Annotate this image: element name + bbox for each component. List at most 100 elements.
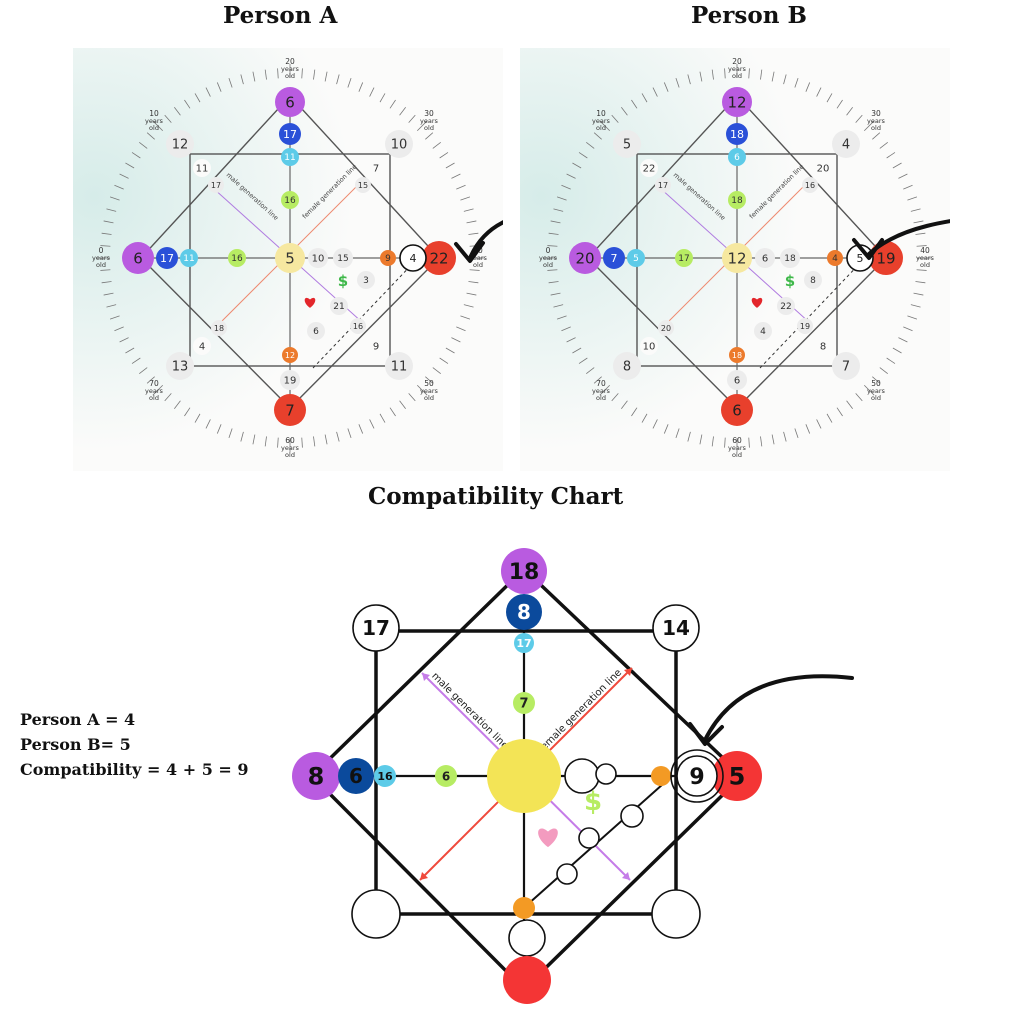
age-tick [252,434,256,445]
node-bottom-circle [721,394,753,426]
compat-node-left-2-value: 6 [349,764,363,788]
age-tick [139,142,148,149]
node-left-2: 7 [603,247,625,269]
compat-money-icon: $ [584,787,602,817]
age-tick [892,162,902,169]
node-corner-bl-circle [166,352,194,380]
node-top-4-circle [281,191,299,209]
age-tick [572,162,582,169]
age-tick [347,77,352,88]
compat-money-node-2 [578,827,600,849]
node-corner-tl: 12 [166,130,194,158]
age-tick [872,132,881,140]
age-tick [805,424,811,434]
age-tick [903,184,913,190]
compat-node-right-value: 5 [729,763,746,791]
compat-node-left-3-circle [374,765,396,787]
age-tick [699,71,703,82]
age-tick [578,357,588,364]
age-tick [846,107,853,116]
node-top-circle [275,87,305,117]
compat-node-left-4: 6 [435,765,457,787]
age-tick [389,99,396,109]
age-tick [205,419,211,429]
node-money-1-value: 3 [363,276,369,286]
age-tick [553,208,564,212]
age-tick [816,87,822,97]
node-corner-tl-diag-value: 17 [211,181,221,190]
node-corner-br-diag-circle [350,318,366,334]
age-tick [109,315,120,320]
age-tick [863,384,875,396]
age-tick [463,304,474,308]
age-tick [556,196,567,201]
age-50-line: years [420,387,439,395]
age-tick [872,376,881,384]
age-tick [240,431,244,442]
node-corner-bl-inner: 10 [640,337,658,355]
age-tick [125,162,135,169]
age-70-line: years [145,387,164,395]
age-tick [408,393,416,402]
age-tick [547,245,558,247]
money-line [312,257,419,369]
node-corner-bl-diag: 20 [658,320,674,336]
node-corner-tr-diag-circle [802,177,818,193]
node-corner-tl-diag: 17 [208,177,224,193]
node-left-3: 11 [180,249,198,267]
node-money-3: 4 [754,322,772,340]
node-corner-tl-circle [613,130,641,158]
node-left-2-circle [156,247,178,269]
node-money-1: 8 [804,271,822,289]
node-money-2-value: 21 [333,302,344,312]
node-center: 5 [275,243,305,273]
node-corner-bl-diag-value: 20 [661,324,671,333]
node-left-2-value: 17 [160,252,174,265]
age-tick [146,132,155,140]
age-tick [399,107,406,116]
node-right-circled-value: 5 [857,252,864,265]
arrow-person-a-head [454,241,485,263]
age-tick [240,74,244,85]
node-left: 20 [569,242,601,274]
age-tick [439,152,449,159]
node-right-circle [422,241,456,275]
age-70-line: old [596,394,606,402]
node-bottom: 7 [274,394,306,426]
node-left-4: 16 [228,249,246,267]
node-left-4-value: 17 [678,254,689,264]
age-30-line: old [871,124,881,132]
age-tick [675,77,680,88]
age-tick [724,68,726,79]
compat-node-corner-tr-circle [652,604,700,652]
compat-node-corner-tr: 14 [652,604,700,652]
node-top-value: 6 [285,93,295,111]
age-tick [886,357,896,364]
node-corner-tr-inner: 20 [814,159,832,177]
age-30-line: 30 [871,109,881,118]
node-top-2: 17 [279,123,301,145]
age-tick [194,93,201,103]
age-tick [164,393,172,402]
age-tick [416,120,428,132]
age-tick [578,152,588,159]
node-corner-tl-inner-circle [193,159,211,177]
age-tick [228,77,233,88]
age-tick [164,114,172,123]
compat-male-arrowhead [422,673,430,681]
age-10-line: years [592,117,611,125]
age-tick [572,347,582,354]
age-60-line: years [728,444,747,452]
node-corner-tr-diag-circle [355,177,371,193]
compat-node-left-4-circle [435,765,457,787]
node-left-4: 17 [675,249,693,267]
node-mid-2: 15 [333,248,353,268]
age-tick [593,376,602,384]
money-icon: $ [785,272,795,290]
node-center-circle [275,243,305,273]
age-60-line: old [732,451,742,459]
node-top-2-circle [279,123,301,145]
